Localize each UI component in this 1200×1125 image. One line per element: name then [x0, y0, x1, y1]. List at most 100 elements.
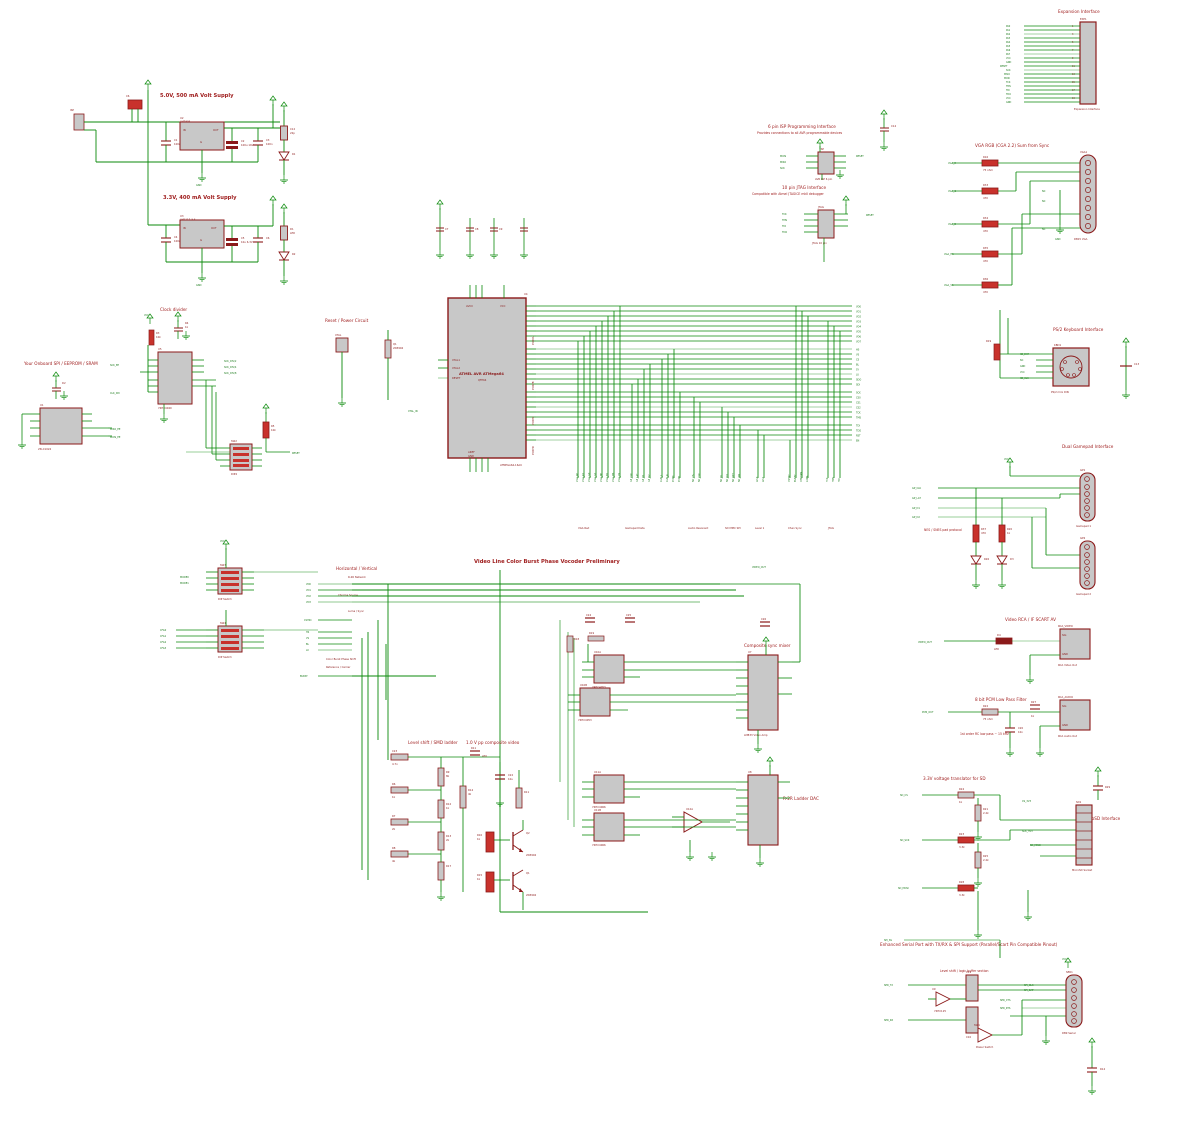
vga-connector[interactable]: VGA1 DB15 VGA	[1074, 150, 1097, 241]
section-title-isp: 6 pin ISP Programming Interface	[768, 124, 836, 129]
videoblock2-title: R-2R Ladder DAC	[783, 796, 819, 801]
section-vocoder: Video Line Color Burst Phase Vocoder Pre…	[300, 559, 819, 913]
sw3-ref: SW3	[220, 563, 226, 567]
bus-vertical-drops	[577, 306, 841, 478]
svg-text:GP_CLK: GP_CLK	[630, 473, 633, 482]
mixer-block-2: U10B 74HC4053	[568, 683, 628, 722]
gamepad-connector-1[interactable]: GP1 Gamepad 1	[1076, 468, 1096, 528]
serial-connector[interactable]: SER1 DB9 Serial	[1062, 970, 1083, 1035]
ps2-val: PS/2 mini DIN	[1051, 390, 1069, 394]
rcaa-pin1: SIG	[1062, 704, 1066, 708]
svg-text:GP_D2: GP_D2	[648, 474, 651, 482]
net-miso-ee: MISO_EE	[110, 428, 121, 431]
r8-val: 2k	[392, 827, 396, 831]
jtag-header-body[interactable]	[817, 209, 835, 239]
rca-video-body[interactable]	[1059, 628, 1091, 660]
isp-header-body[interactable]	[817, 151, 835, 175]
c4-val: 100n	[174, 239, 181, 243]
r20-ref: R37	[981, 527, 986, 531]
mixer-block-4: U11B 74HC4066	[582, 808, 640, 847]
svg-text:GND: GND	[1006, 61, 1011, 64]
section-reset-circuit: Reset / Power Circuit XTAL Q1 2N3904 XTA…	[325, 318, 418, 413]
rcaa-ref: RCA_AUDIO	[1058, 695, 1073, 699]
r7-val: 1k	[392, 795, 396, 799]
power-switch-body[interactable]	[127, 99, 143, 110]
voc-note-5: Color Burst Phase Shift	[326, 657, 356, 661]
u1-val: 25LC1024	[38, 447, 52, 451]
net-clkdiv: CLK_DIV	[110, 392, 120, 395]
expansion-header-body[interactable]	[1079, 21, 1097, 105]
dip-switch-sw3[interactable]: SW3 DIP Switch VCC	[206, 539, 254, 601]
bus-group-labels: VGA Red Gamepad Data Audio Resonant SD M…	[578, 526, 834, 530]
svg-text:VD6: VD6	[856, 336, 861, 339]
regulator-u2-body	[179, 121, 225, 151]
jtag-net-1: TMS	[782, 219, 788, 222]
section-title-vocoder: Video Line Color Burst Phase Vocoder Pre…	[474, 559, 620, 565]
r29-val: 3.3k	[959, 893, 965, 897]
vga-nc-2: NC	[1042, 200, 1046, 203]
sd-divider-1: SD_CS R24 1k R21 2.2k	[900, 787, 1000, 841]
c6-ref: C6	[266, 236, 270, 240]
rcaa-val: RCA Audio Out	[1058, 734, 1077, 738]
mixer-caps: C24 C25 C26 R18 R19	[566, 613, 770, 653]
c14-ref: R29	[1105, 785, 1110, 789]
r12-ref: R9	[446, 770, 450, 774]
jtag-net-4: RESET	[866, 214, 874, 217]
r30-ref: C19	[966, 970, 971, 974]
svg-text:VS: VS	[856, 354, 860, 357]
svg-text:3: 3	[1072, 33, 1074, 36]
cap-c12: R4 1k	[174, 311, 191, 340]
r14-val: 2k	[446, 838, 450, 842]
microsd-connector[interactable]: SD1 MicroSD Socket	[1072, 800, 1093, 872]
section-expansion: Expansion Interface EXP1 Expansion Inter…	[1000, 9, 1100, 111]
port-group-a: PORTA	[531, 336, 535, 345]
gp1-val: Gamepad 1	[1076, 524, 1091, 528]
sd-val: MicroSD Socket	[1072, 868, 1092, 872]
c23-val: 10u	[508, 777, 513, 781]
u3-pin-out: OUT	[211, 226, 217, 230]
mix1-ref: U10A	[594, 650, 601, 654]
r33-val: 75 ohm	[983, 168, 993, 172]
mix1-val: 74HC4053	[592, 685, 606, 689]
ps2-connector-body[interactable]	[1052, 347, 1090, 387]
mcu-name: ATMEL AVR ATMega64	[459, 372, 504, 376]
cap-c2: C2 100u 16V	[226, 128, 254, 162]
q1-ref: Q1	[526, 871, 530, 875]
section-title-clockdiv: Clock divider	[160, 307, 187, 312]
c26-ref: C26	[761, 617, 766, 621]
transistor-q1: R15 1k Q1 2N3904	[477, 869, 648, 913]
svg-text:SD_DET: SD_DET	[732, 472, 735, 482]
ser-note: Level shift / logic buffer section	[940, 969, 988, 973]
xtal-body	[335, 337, 349, 353]
rca-audio-body[interactable]	[1059, 699, 1091, 731]
ic-u5-body	[157, 351, 193, 405]
r5-val: 2N3904	[393, 346, 404, 350]
svg-text:BURST: BURST	[794, 474, 797, 482]
section-isp: 6 pin ISP Programming Interface Provides…	[757, 109, 896, 181]
bus-label-3: SD MMC SPI	[725, 526, 741, 530]
c15-ref: D2	[62, 381, 66, 385]
section-title-reset: Reset / Power Circuit	[325, 318, 369, 323]
video-amp-block: U8 R-2R Ladder DAC	[736, 756, 819, 867]
r23-ref: R21	[983, 807, 988, 811]
sw1-ref: C6	[126, 94, 130, 98]
r1-val: 22p	[290, 131, 295, 135]
svg-text:LVL0: LVL0	[756, 476, 759, 482]
c20-ref: R27	[1031, 700, 1036, 704]
vga-net-g: VGA_G	[948, 190, 956, 193]
svg-text:VGA_B0: VGA_B0	[600, 472, 603, 482]
gamepad-connector-2[interactable]: GP2 Gamepad 2	[1076, 536, 1096, 596]
mcu-decoupling: C7 C8 C9	[435, 199, 529, 259]
r21-ref: R24	[959, 787, 964, 791]
svg-text:LUMA: LUMA	[806, 475, 809, 482]
svg-text:VCC: VCC	[1020, 371, 1025, 374]
c12-val: 1k	[185, 325, 189, 329]
section-title-psu33v: 3.3V, 400 mA Volt Supply	[163, 195, 237, 201]
r4-ref: R3	[156, 331, 160, 335]
section-title-msd: MicroSD Interface	[1083, 816, 1121, 821]
svg-text:PA1: PA1	[1006, 29, 1011, 32]
ser-net-tx: SER_TX	[884, 984, 893, 987]
dip-switch-sw2[interactable]: SW2 DIP4	[205, 380, 262, 476]
